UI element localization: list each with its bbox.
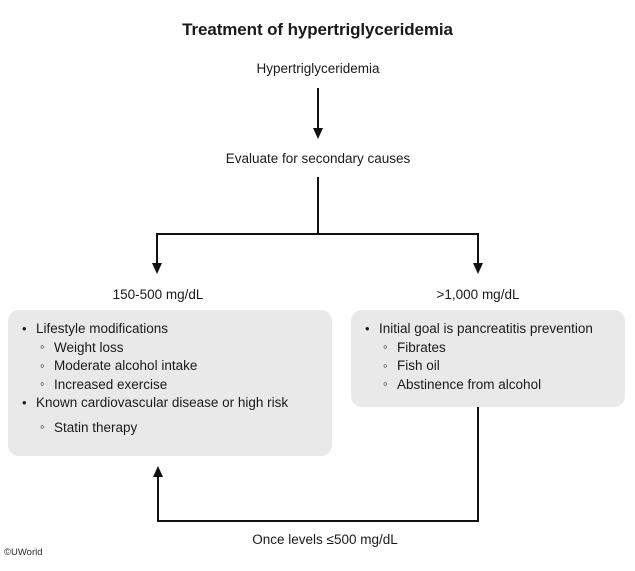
list-item: Initial goal is pancreatitis prevention bbox=[365, 320, 613, 339]
connector-left-branch-arrowhead bbox=[152, 263, 162, 274]
connector-feedback-arrowhead bbox=[153, 466, 163, 477]
diagram-title: Treatment of hypertriglyceridemia bbox=[182, 20, 453, 39]
panel-left-list: Lifestyle modifications Weight loss Mode… bbox=[22, 320, 320, 437]
branch-label-left: 150-500 mg/dL bbox=[112, 287, 204, 302]
copyright-notice: ©UWorld bbox=[4, 547, 43, 558]
branch-label-right: >1,000 mg/dL bbox=[436, 287, 520, 302]
node-start-label: Hypertriglyceridemia bbox=[256, 61, 380, 76]
connector-right-branch-arrowhead bbox=[473, 263, 483, 274]
connector-start-to-evaluate-arrowhead bbox=[313, 128, 323, 139]
list-item: Known cardiovascular disease or high ris… bbox=[22, 394, 320, 413]
panel-right-list: Initial goal is pancreatitis prevention … bbox=[365, 320, 613, 394]
node-evaluate-label: Evaluate for secondary causes bbox=[225, 151, 411, 166]
connector-feedback-bottom-line bbox=[157, 520, 479, 522]
list-item: Statin therapy bbox=[22, 418, 320, 438]
list-item: Abstinence from alcohol bbox=[365, 375, 613, 395]
connector-split-stem bbox=[317, 177, 319, 234]
list-item: Increased exercise bbox=[22, 375, 320, 395]
panel-severe-hypertriglyceridemia: Initial goal is pancreatitis prevention … bbox=[351, 310, 625, 407]
connector-split-bar bbox=[156, 233, 479, 235]
feedback-loop-label: Once levels ≤500 mg/dL bbox=[252, 532, 398, 547]
connector-left-branch-line bbox=[156, 233, 158, 265]
list-item: Lifestyle modifications bbox=[22, 320, 320, 339]
list-item: Fish oil bbox=[365, 357, 613, 376]
connector-start-to-evaluate-line bbox=[317, 88, 319, 130]
list-item: Fibrates bbox=[365, 338, 613, 358]
connector-feedback-left-line bbox=[157, 477, 159, 521]
list-item: Moderate alcohol intake bbox=[22, 357, 320, 376]
connector-feedback-right-line bbox=[477, 407, 479, 522]
list-item: Weight loss bbox=[22, 338, 320, 358]
connector-right-branch-line bbox=[477, 233, 479, 265]
panel-moderate-hypertriglyceridemia: Lifestyle modifications Weight loss Mode… bbox=[8, 310, 332, 456]
